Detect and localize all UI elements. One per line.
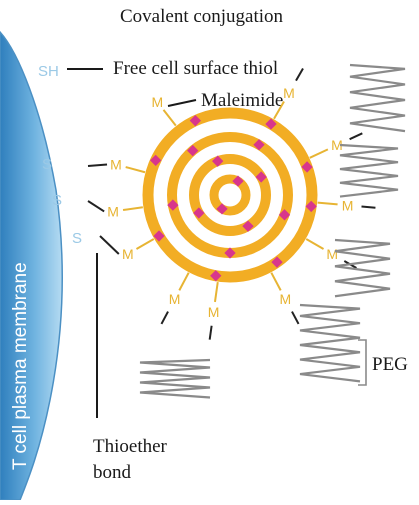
maleimide-m: M [280,291,292,307]
thiol-s-2: S [52,192,62,209]
maleimide-m: M [107,203,119,219]
peg-linker [208,325,213,340]
peg-coil [334,238,391,298]
peg-label: PEG [372,354,408,375]
maleimide-stalk [213,282,219,303]
drug-dot [153,230,165,242]
peg-coil [339,143,399,198]
maleimide-label: Maleimide [201,90,283,111]
drug-dot [187,144,199,157]
thiol-s-1: S [42,156,52,173]
drug-dot [255,171,267,183]
maleimide-stalk [135,238,155,250]
drug-dot [253,139,265,151]
drug-dot [210,270,222,282]
drug-dot [193,207,205,219]
drug-dot [242,220,254,232]
maleimide-stalk [270,272,282,291]
maleimide-stalk [178,272,190,291]
maleimide-m: M [331,137,343,153]
peg-coil [299,303,361,383]
drug-dot [150,154,162,167]
peg-linker [291,311,300,325]
maleimide-m: M [283,85,295,101]
maleimide-m: M [208,304,220,320]
peg-coil [139,358,211,399]
peg-linker [295,68,304,82]
maleimide-stalk [305,238,325,250]
free-thiol-symbol: SH [38,63,59,80]
drug-dot [167,199,179,211]
maleimide-m: M [152,94,164,110]
drug-dot [305,200,317,213]
peg-linker [349,132,363,141]
maleimide-m: M [122,246,134,262]
maleimide-arms: M M M M M M M M M M M [87,68,376,340]
thiol-s-3: S [72,230,82,247]
maleimide-stalk [125,166,146,174]
peg-linker [361,205,376,209]
drug-dot [271,256,283,268]
drug-dot [278,209,291,221]
drug-dot [212,155,224,167]
drug-dot [216,203,228,215]
drug-dot [224,247,236,259]
maleimide-m: M [110,156,122,172]
maleimide-stalk [122,206,143,212]
peg-bracket [358,339,367,386]
maleimide-stalk [317,201,338,206]
drug-dots [150,115,317,282]
maleimide-stalk [273,100,285,120]
maleimide-m: M [326,246,338,262]
membrane-label: T cell plasma membrane [10,262,31,470]
maleimide-stalk [309,148,329,159]
peg-coil [349,63,406,133]
maleimide-m: M [342,197,354,213]
t-cell-membrane [0,30,63,501]
peg-linker [160,311,169,325]
free-thiol-label: Free cell surface thiol [113,58,278,79]
thioether-linker [99,235,120,255]
maleimide-m: M [169,291,181,307]
thioether-linker [87,200,105,213]
thioether-linker [87,163,108,167]
drug-dot [301,161,313,173]
diagram-title: Covalent conjugation [120,6,284,27]
maleimide-stalk [162,109,177,127]
peg-chains [139,63,406,399]
maleimide-leader [167,99,197,107]
thioether-label-line2: bond [93,462,132,483]
drug-dot [232,175,244,187]
thioether-label-line1: Thioether [93,436,168,457]
